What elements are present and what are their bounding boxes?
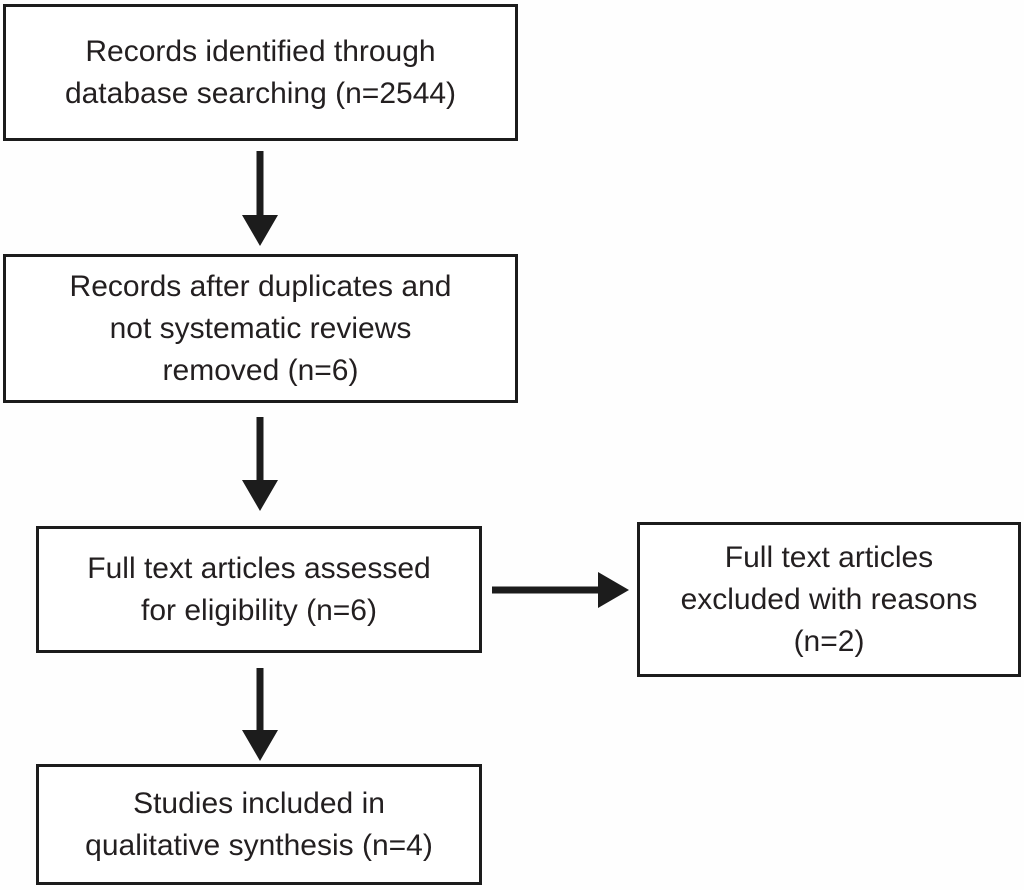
node-text-line: excluded with reasons bbox=[680, 582, 978, 616]
node-fulltext-assessed: Full text articles assessed for eligibil… bbox=[36, 526, 482, 653]
node-text-line: Full text articles bbox=[724, 540, 934, 574]
node-text-line: Studies included in bbox=[133, 786, 385, 820]
arrow-down-icon bbox=[242, 417, 278, 511]
node-text-line: database searching (n=2544) bbox=[64, 76, 457, 110]
node-records-identified: Records identified through database sear… bbox=[3, 4, 518, 141]
node-text-line: removed (n=6) bbox=[162, 353, 359, 387]
node-text-line: not systematic reviews bbox=[109, 311, 412, 345]
arrow-down-icon bbox=[242, 151, 278, 246]
node-records-after-duplicates: Records after duplicates and not systema… bbox=[3, 254, 518, 403]
arrow-right-icon bbox=[492, 572, 629, 608]
node-text-line: qualitative synthesis (n=4) bbox=[85, 828, 433, 862]
arrow-down-icon bbox=[242, 668, 278, 761]
node-text-line: (n=2) bbox=[793, 624, 865, 658]
node-studies-included: Studies included in qualitative synthesi… bbox=[36, 764, 482, 885]
node-fulltext-excluded: Full text articles excluded with reasons… bbox=[637, 522, 1021, 677]
node-text-line: Records after duplicates and bbox=[69, 269, 452, 303]
node-text-line: for eligibility (n=6) bbox=[141, 593, 377, 627]
node-text-line: Full text articles assessed bbox=[87, 551, 431, 585]
node-text-line: Records identified through bbox=[85, 34, 436, 68]
